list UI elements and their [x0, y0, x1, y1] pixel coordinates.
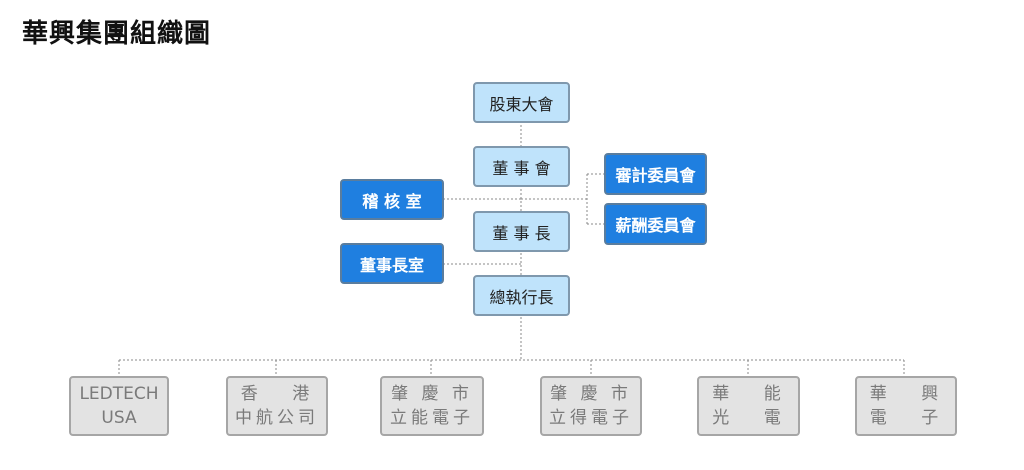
- audit-committee-box: 審計委員會: [604, 153, 707, 195]
- subsidiary-line1: LEDTECH: [79, 384, 159, 404]
- subsidiary-line2: 電 子: [869, 408, 943, 428]
- subsidiary-line1: 香 港: [240, 384, 314, 404]
- shareholders-meeting-box: 股東大會: [473, 82, 570, 123]
- remuneration-committee-box: 薪酬委員會: [604, 203, 707, 245]
- board-of-directors-box: 董 事 會: [473, 146, 570, 187]
- subsidiary-line1: 華 興: [869, 384, 943, 404]
- subsidiary-line1: 肇 慶 市: [550, 384, 632, 404]
- subsidiary-box-hongkong: 香 港 中航公司: [226, 376, 328, 436]
- subsidiary-box-huaneng: 華 能 光 電: [697, 376, 800, 436]
- subsidiary-box-lineng: 肇 慶 市 立能電子: [380, 376, 484, 436]
- subsidiary-line2: 中航公司: [235, 408, 319, 428]
- subsidiary-line1: 肇 慶 市: [391, 384, 473, 404]
- audit-office-box: 稽 核 室: [340, 179, 444, 220]
- subsidiary-line2: 光 電: [712, 408, 785, 428]
- subsidiary-line2: 立能電子: [390, 408, 474, 428]
- subsidiary-box-huaxing: 華 興 電 子: [855, 376, 957, 436]
- chairman-office-box: 董事長室: [340, 243, 444, 284]
- chairman-box: 董 事 長: [473, 211, 570, 252]
- subsidiary-line1: 華 能: [712, 384, 785, 404]
- subsidiary-box-ledtech-usa: LEDTECH USA: [69, 376, 169, 436]
- ceo-box: 總執行長: [473, 275, 570, 316]
- subsidiary-box-lide: 肇 慶 市 立得電子: [540, 376, 642, 436]
- subsidiary-line2: 立得電子: [549, 408, 633, 428]
- subsidiary-line2: USA: [101, 408, 137, 428]
- page-title: 華興集團組織圖: [22, 19, 212, 49]
